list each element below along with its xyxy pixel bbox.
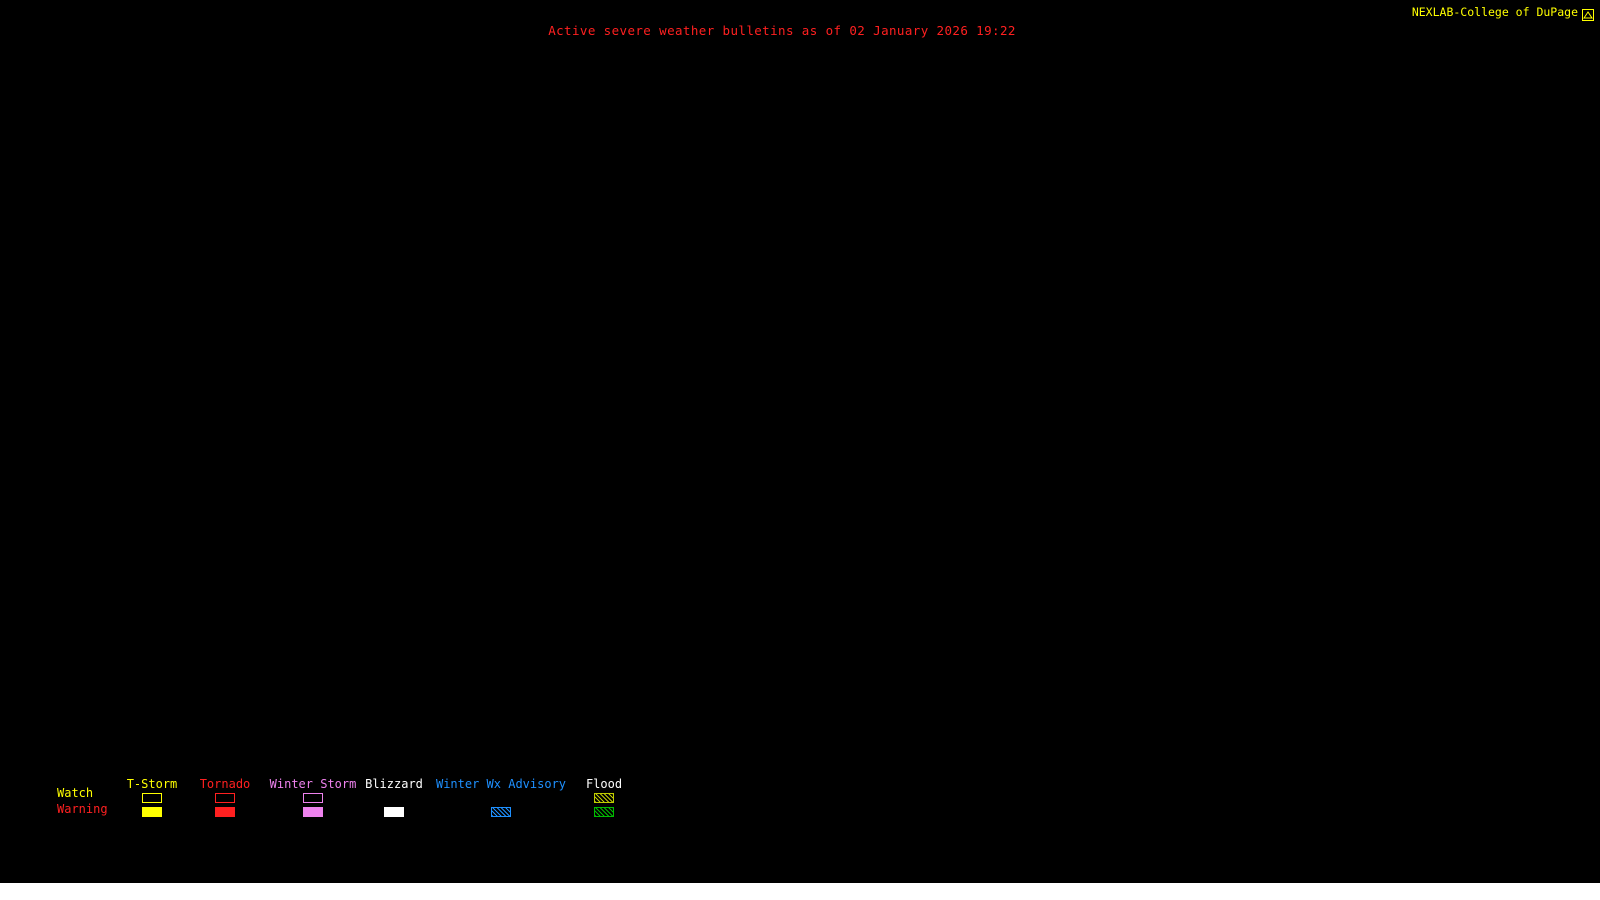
legend-cell-watch (186, 791, 264, 804)
legend-cell-warning (186, 805, 264, 818)
watch-swatch (215, 792, 235, 803)
legend-row-label-watch: Watch (57, 786, 94, 800)
legend-column-label: Blizzard (365, 777, 423, 791)
warning-swatch (215, 806, 235, 817)
brand-text: NEXLAB-College of DuPage (1411, 5, 1578, 19)
legend-cell-warning (574, 805, 634, 818)
legend-col-tornado: Tornado (186, 778, 264, 818)
legend-row-label-warning: Warning (57, 802, 108, 816)
legend-column-label: Tornado (199, 777, 251, 791)
legend-col-t-storm: T-Storm (112, 778, 192, 818)
legend-column-label: Winter Wx Advisory (435, 777, 567, 791)
watch-swatch (594, 792, 614, 803)
bulletin-title: Active severe weather bulletins as of 02… (548, 23, 1016, 38)
legend-cell-watch (112, 791, 192, 804)
bottom-bar (0, 883, 1600, 900)
legend: Watch Warning T-Storm Tornado Winter Storm… (0, 778, 700, 820)
warning-swatch (384, 806, 404, 817)
watch-swatch (142, 792, 162, 803)
legend-cell-watch (574, 791, 634, 804)
legend-col-blizzard: Blizzard (356, 778, 432, 818)
legend-column-label: T-Storm (126, 777, 178, 791)
legend-cell-warning (356, 805, 432, 818)
legend-column-label: Flood (585, 777, 623, 791)
warning-swatch (303, 806, 323, 817)
brand-icon (1582, 6, 1594, 21)
watch-swatch (303, 792, 323, 803)
legend-column-label: Winter Storm (269, 777, 357, 791)
warning-swatch (491, 806, 511, 817)
legend-cell-warning (112, 805, 192, 818)
legend-cell-warning (428, 805, 574, 818)
warning-swatch (594, 806, 614, 817)
legend-col-flood: Flood (574, 778, 634, 818)
legend-cell-watch (356, 791, 432, 804)
legend-cell-watch (258, 791, 368, 804)
legend-col-winter-storm: Winter Storm (258, 778, 368, 818)
brand-bar: NEXLAB-College of DuPage (1411, 5, 1594, 21)
legend-cell-watch (428, 791, 574, 804)
legend-col-winter-wx-advisory: Winter Wx Advisory (428, 778, 574, 818)
legend-cell-warning (258, 805, 368, 818)
warning-swatch (142, 806, 162, 817)
